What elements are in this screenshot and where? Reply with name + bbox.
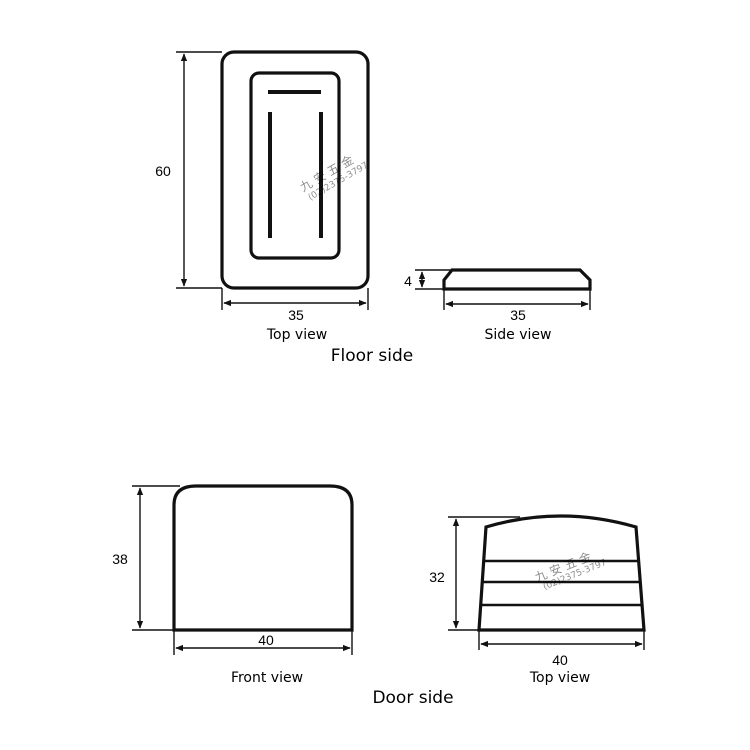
watermark-logo-secondary: 九 安 五 金 (02)2375-3797 — [533, 549, 609, 593]
watermark-logo: 九 安 五 金 (02)2375-3797 — [297, 152, 370, 203]
door-front-view-caption: Front view — [231, 670, 303, 686]
floor-top-inner-recess — [249, 71, 341, 260]
door-top-outline — [477, 514, 646, 632]
floor-top-view-caption: Top view — [266, 327, 327, 343]
door-front-width-label: 40 — [258, 632, 274, 648]
floor-side-section-label: Floor side — [331, 346, 414, 366]
floor-side-width-label: 35 — [510, 307, 526, 323]
door-front-height-label: 38 — [112, 551, 128, 567]
floor-side-view-caption: Side view — [485, 327, 552, 343]
door-top-width-label: 40 — [552, 652, 568, 668]
floor-top-width-label: 35 — [288, 307, 304, 323]
floor-top-view: 60 35 Top view — [155, 50, 370, 343]
door-top-view: 32 40 Top view — [429, 514, 646, 686]
floor-side-height-label: 4 — [404, 273, 412, 289]
floor-side-profile — [442, 268, 592, 291]
floor-top-outer-plate — [220, 50, 370, 290]
floor-side-view: 4 35 Side view — [404, 268, 592, 343]
door-front-view: 38 40 Front view — [112, 484, 354, 686]
floor-top-height-label: 60 — [155, 163, 171, 179]
door-side-section-label: Door side — [372, 688, 453, 708]
door-top-view-caption: Top view — [529, 670, 590, 686]
door-top-height-label: 32 — [429, 569, 445, 585]
door-front-outline — [172, 484, 354, 632]
